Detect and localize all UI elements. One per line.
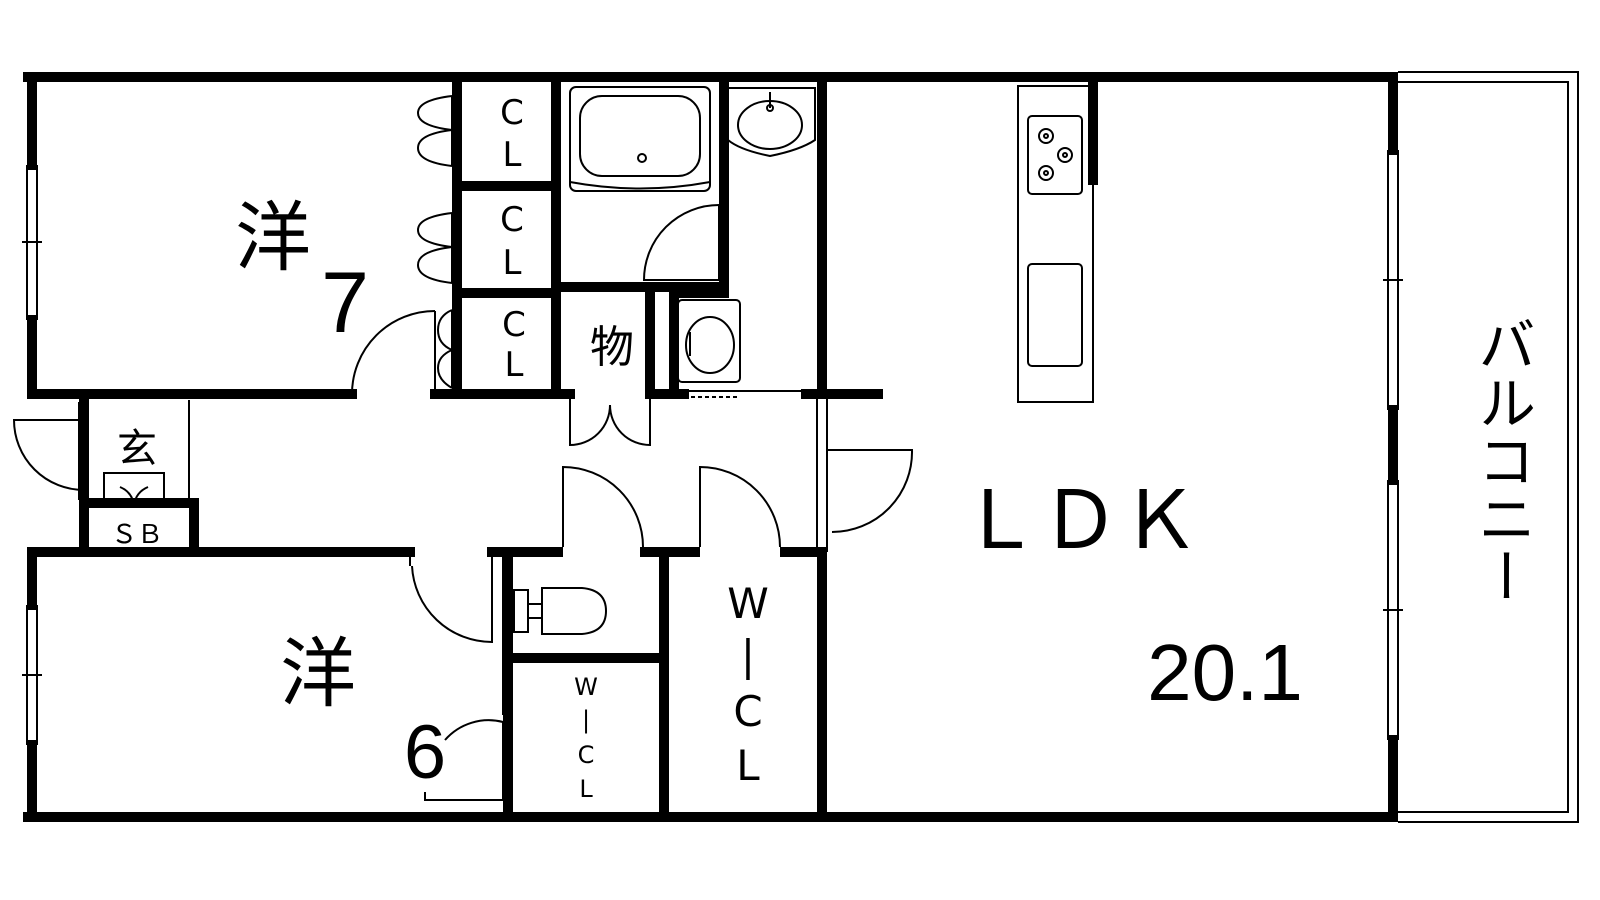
interior-walls <box>27 72 1098 822</box>
closet-label: L <box>505 345 524 385</box>
room-western-6-label: 洋 <box>280 629 356 718</box>
shoe-box-detail <box>103 472 165 506</box>
closet-label: L <box>503 243 522 283</box>
walk-in-closet-label: W <box>727 579 769 628</box>
room-ldk-label: ＬＤＫ <box>960 474 1200 567</box>
shoe-box-label: ＳＢ <box>111 520 163 550</box>
kitchen-counter <box>1017 85 1094 403</box>
room-ldk-size: 20.1 <box>1147 628 1303 717</box>
closet-label: C <box>500 93 524 133</box>
closet-label: L <box>503 135 522 175</box>
walk-in-closet-label: L <box>736 741 760 790</box>
walk-in-closet-label: C <box>733 687 762 736</box>
stove-burner-icon <box>1038 128 1073 181</box>
windows <box>22 150 1403 745</box>
doors <box>12 95 914 801</box>
walk-in-closet-label: W <box>574 673 598 701</box>
walk-in-closet-label: | <box>582 706 590 734</box>
room-western-7-label: 洋 <box>235 193 311 282</box>
sink-icon <box>677 299 741 383</box>
room-labels: 洋 7 洋 6 ＬＤＫ 20.1 玄 ＳＢ 物 <box>111 193 1303 795</box>
closet-label: C <box>502 305 526 345</box>
room-western-6-size: 6 <box>404 710 446 795</box>
closet-label: C <box>500 200 524 240</box>
entrance-label: 玄 <box>117 426 157 472</box>
walk-in-closet-label: C <box>578 741 595 769</box>
toilet-icon <box>513 587 608 635</box>
balcony-outline <box>1398 71 1579 823</box>
walk-in-closet-label: | <box>741 631 755 680</box>
room-western-7-size: 7 <box>321 255 369 351</box>
bathtub-icon <box>569 86 711 192</box>
fixtures <box>103 85 1094 635</box>
balcony-label: バルコニー <box>1468 315 1536 605</box>
outer-walls <box>23 72 1398 822</box>
closet-labels: C L C L C L W | C L W | C L <box>500 93 769 803</box>
walk-in-closet-label: L <box>579 775 593 803</box>
storage-label: 物 <box>590 322 634 373</box>
wash-basin-icon <box>727 87 816 158</box>
